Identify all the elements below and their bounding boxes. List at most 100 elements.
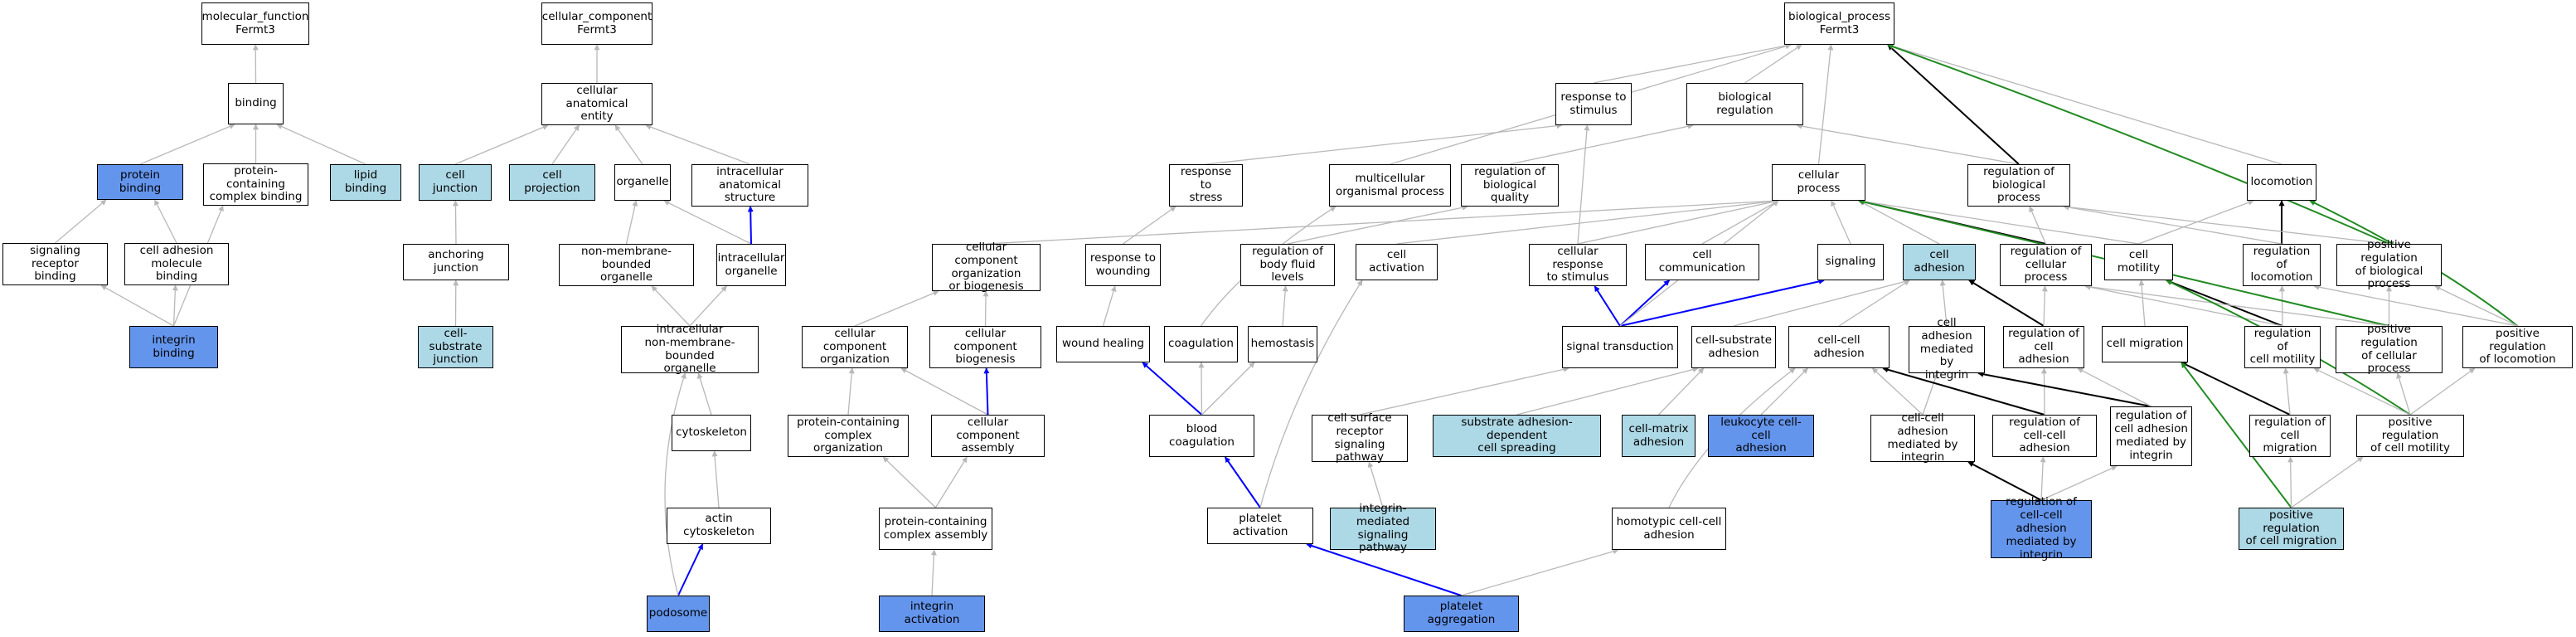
node-cell-cell-adhesion[interactable]: cell-cell adhesion	[1788, 326, 1890, 368]
edge-is-a-cell-adhesion-molecule-binding-to-protein-binding	[154, 199, 177, 244]
edge-regulates-regulation-of-biological-process-to-bp	[1887, 44, 2020, 165]
node-regulation-of-cell-adhesion[interactable]: regulation of cell adhesion	[2003, 326, 2084, 368]
node-protein-complex-organization[interactable]: protein-containing complex organization	[788, 415, 909, 457]
node-response-to-stress[interactable]: response to stress	[1169, 164, 1243, 207]
node-cell-substrate-adhesion[interactable]: cell-substrate adhesion	[1691, 326, 1776, 368]
node-cc-org-biogenesis[interactable]: cellular component organization or bioge…	[932, 241, 1041, 293]
node-mf[interactable]: molecular_function Fermt3	[201, 2, 309, 45]
node-regulation-of-cell-motility[interactable]: regulation of cell motility	[2244, 326, 2321, 368]
node-cell-migration[interactable]: cell migration	[2102, 326, 2188, 362]
node-cell-matrix-adhesion[interactable]: cell-matrix adhesion	[1622, 415, 1696, 457]
node-anchoring-junction[interactable]: anchoring junction	[403, 244, 509, 280]
node-regulation-of-locomotion[interactable]: regulation of locomotion	[2243, 244, 2321, 286]
node-pos-reg-biological-process[interactable]: positive regulation of biological proces…	[2336, 238, 2442, 290]
node-signaling[interactable]: signaling	[1817, 244, 1884, 280]
node-substrate-adhesion-dependent-spreading[interactable]: substrate adhesion-dependent cell spread…	[1433, 415, 1601, 457]
node-cellular-process[interactable]: cellular process	[1772, 164, 1865, 201]
node-regulation-of-biological-process[interactable]: regulation of biological process	[1967, 164, 2070, 207]
edge-is-a-cell-communication-to-cellular-process	[1701, 200, 1779, 245]
node-intracellular-nmb-organelle[interactable]: intracellular non-membrane-bounded organ…	[621, 323, 759, 375]
edge-is-a-pos-reg-cell-motility-to-pos-reg-cellular-process	[2396, 372, 2411, 416]
node-reg-cc-adhesion-mediated-by-integrin[interactable]: regulation of cell-cell adhesion mediate…	[1991, 495, 2092, 562]
node-regulation-of-cellular-process[interactable]: regulation of cellular process	[2000, 244, 2092, 286]
node-cell-motility[interactable]: cell motility	[2104, 244, 2173, 280]
node-actin-cytoskeleton[interactable]: actin cytoskeleton	[667, 508, 771, 544]
node-cellular-anatomical-entity[interactable]: cellular anatomical entity	[541, 83, 652, 125]
edge-is-a-regulation-of-locomotion-to-regulation-of-biological-process	[2063, 204, 2283, 245]
edge-is-a-cc-organization-to-cc-org-biogenesis	[854, 290, 939, 327]
edge-is-a-cellular-process-to-bp	[1817, 44, 1834, 165]
edge-is-a-regulation-of-cell-motility-to-regulation-of-locomotion	[2278, 285, 2285, 327]
edge-is-a-response-to-stimulus-to-bp	[1593, 42, 1792, 84]
node-integrin-activation[interactable]: integrin activation	[879, 596, 985, 632]
node-cell-adhesion-mediated-by-integrin[interactable]: cell adhesion mediated by integrin	[1909, 316, 1985, 382]
edge-regulates-reg-cell-adhesion-mediated-by-integrin-to-cell-adhesion-mediated-by-integrin	[1977, 371, 2152, 407]
node-signal-transduction[interactable]: signal transduction	[1562, 326, 1678, 368]
node-bp[interactable]: biological_process Fermt3	[1784, 2, 1894, 45]
node-cell-junction[interactable]: cell junction	[419, 164, 492, 201]
edge-is-a-anchoring-junction-to-cell-junction	[452, 200, 458, 245]
node-binding[interactable]: binding	[228, 83, 284, 124]
node-reg-cell-adhesion-mediated-by-integrin[interactable]: regulation of cell adhesion mediated by …	[2110, 406, 2192, 466]
edge-is-a-pos-reg-cell-migration-to-regulation-of-cell-migration	[2287, 456, 2294, 508]
edge-is-a-signaling-to-cellular-process	[1831, 200, 1851, 245]
node-hemostasis[interactable]: hemostasis	[1248, 326, 1317, 362]
node-integrin-binding[interactable]: integrin binding	[129, 326, 218, 368]
node-biological-regulation[interactable]: biological regulation	[1686, 83, 1803, 125]
node-cell-cell-adhesion-mediated-by-integrin[interactable]: cell-cell adhesion mediated by integrin	[1870, 411, 1975, 464]
edge-is-a-pos-reg-cell-migration-to-pos-reg-cell-motility	[2291, 456, 2364, 508]
edge-is-a-intracellular-nmb-organelle-to-non-membrane-bounded-organelle	[651, 285, 691, 327]
node-podosome[interactable]: podosome	[647, 596, 710, 632]
node-cell-adhesion[interactable]: cell adhesion	[1903, 244, 1976, 280]
node-protein-complex-assembly[interactable]: protein-containing complex assembly	[879, 508, 992, 550]
node-homotypic-cell-cell-adhesion[interactable]: homotypic cell-cell adhesion	[1612, 508, 1726, 550]
node-pos-reg-cell-motility[interactable]: positive regulation of cell motility	[2356, 415, 2464, 457]
node-cc[interactable]: cellular_component Fermt3	[541, 2, 652, 45]
edge-is-a-cell-matrix-adhesion-to-cell-substrate-adhesion	[1658, 367, 1705, 416]
node-protein-complex-binding[interactable]: protein-containing complex binding	[203, 163, 308, 206]
node-signaling-receptor-binding[interactable]: signaling receptor binding	[2, 243, 108, 285]
node-lipid-binding[interactable]: lipid binding	[330, 164, 401, 201]
node-non-membrane-bounded-organelle[interactable]: non-membrane-bounded organelle	[559, 244, 694, 286]
node-pos-reg-cell-migration[interactable]: positive regulation of cell migration	[2239, 508, 2344, 550]
node-cell-activation[interactable]: cell activation	[1356, 244, 1438, 280]
node-response-to-wounding[interactable]: response to wounding	[1085, 244, 1161, 286]
node-cc-assembly[interactable]: cellular component assembly	[931, 415, 1045, 457]
node-cell-projection[interactable]: cell projection	[509, 164, 595, 201]
node-intracellular-organelle[interactable]: intracellular organelle	[716, 244, 786, 286]
node-wound-healing[interactable]: wound healing	[1056, 326, 1150, 362]
node-protein-binding[interactable]: protein binding	[97, 164, 183, 200]
node-locomotion[interactable]: locomotion	[2247, 164, 2316, 201]
node-regulation-of-cell-cell-adhesion[interactable]: regulation of cell-cell adhesion	[1992, 415, 2097, 457]
node-organelle[interactable]: organelle	[614, 164, 671, 201]
node-response-to-stimulus[interactable]: response to stimulus	[1555, 83, 1632, 125]
node-integrin-mediated-signaling[interactable]: integrin-mediated signaling pathway	[1330, 502, 1436, 554]
node-leukocyte-cell-cell-adhesion[interactable]: leukocyte cell-cell adhesion	[1708, 415, 1814, 457]
node-cell-adhesion-molecule-binding[interactable]: cell adhesion molecule binding	[124, 243, 229, 285]
node-platelet-aggregation[interactable]: platelet aggregation	[1404, 596, 1519, 632]
node-platelet-activation[interactable]: platelet activation	[1207, 508, 1313, 544]
edge-is-a-platelet-aggregation-to-homotypic-cell-cell-adhesion	[1461, 548, 1619, 596]
node-regulation-of-biological-quality[interactable]: regulation of biological quality	[1461, 164, 1559, 207]
node-intracellular-anatomical-structure[interactable]: intracellular anatomical structure	[691, 164, 808, 207]
edge-is-a-intracellular-anatomical-structure-to-cellular-anatomical-entity	[645, 124, 750, 165]
node-cell-substrate-junction[interactable]: cell-substrate junction	[418, 326, 493, 368]
node-cc-organization[interactable]: cellular component organization	[802, 326, 908, 368]
node-coagulation[interactable]: coagulation	[1164, 326, 1238, 362]
edge-is-a-regulation-of-cell-cell-adhesion-to-regulation-of-cell-adhesion	[2040, 367, 2047, 416]
node-blood-coagulation[interactable]: blood coagulation	[1149, 415, 1254, 457]
node-pos-reg-cellular-process[interactable]: positive regulation of cellular process	[2336, 323, 2443, 375]
edge-is-a-reg-cc-adhesion-mediated-by-integrin-to-regulation-of-cell-cell-adhesion	[2040, 456, 2046, 501]
node-multicellular-organismal-process[interactable]: multicellular organismal process	[1329, 164, 1451, 207]
node-regulation-of-body-fluid-levels[interactable]: regulation of body fluid levels	[1240, 244, 1335, 286]
node-cell-communication[interactable]: cell communication	[1645, 244, 1759, 280]
node-pos-reg-locomotion[interactable]: positive regulation of locomotion	[2462, 326, 2573, 368]
node-cellular-response-to-stimulus[interactable]: cellular response to stimulus	[1529, 244, 1627, 286]
node-cytoskeleton[interactable]: cytoskeleton	[672, 415, 751, 451]
node-regulation-of-cell-migration[interactable]: regulation of cell migration	[2249, 415, 2331, 457]
edge-is-a-regulation-of-cell-motility-to-regulation-of-cellular-process	[2084, 284, 2283, 327]
node-cell-surface-receptor-signaling[interactable]: cell surface receptor signaling pathway	[1312, 411, 1408, 464]
node-cc-biogenesis[interactable]: cellular component biogenesis	[929, 326, 1041, 368]
